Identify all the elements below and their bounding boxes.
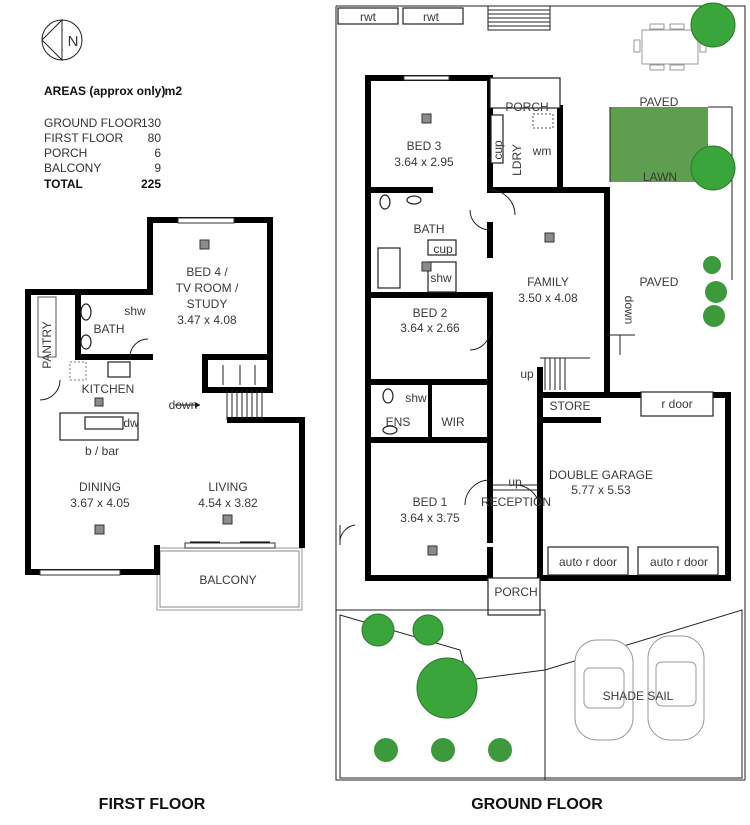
entry-up-label: up bbox=[508, 475, 522, 489]
room-dims-bed1: 3.64 x 3.75 bbox=[400, 511, 460, 525]
first-floor-title: FIRST FLOOR bbox=[99, 796, 206, 813]
cooktop-icon bbox=[107, 361, 131, 378]
room-label-laundry: LDRY bbox=[510, 144, 524, 176]
tree-icon bbox=[690, 145, 736, 191]
ground-floor-title: GROUND FLOOR bbox=[471, 796, 603, 813]
shower-label: shw bbox=[405, 391, 427, 405]
north-compass-icon: N bbox=[41, 18, 83, 62]
compass-letter: N bbox=[68, 33, 79, 50]
basin-icon bbox=[406, 195, 422, 205]
shower-label: shw bbox=[430, 271, 452, 285]
room-label-balcony: BALCONY bbox=[199, 573, 256, 587]
stairs-icon bbox=[222, 365, 263, 420]
rainwater-tank-label: rwt bbox=[423, 10, 440, 24]
outdoor-table-icon bbox=[633, 23, 707, 71]
room-label-kitchen: KITCHEN bbox=[82, 382, 135, 396]
basin-icon bbox=[80, 334, 92, 350]
sink-icon bbox=[84, 416, 124, 430]
area-label: BALCONY bbox=[44, 161, 101, 175]
area-value: 130 bbox=[141, 116, 161, 130]
area-value: 80 bbox=[148, 131, 162, 145]
washing-machine-label: wm bbox=[532, 144, 552, 158]
shade-sail-label: SHADE SAIL bbox=[603, 689, 674, 703]
area-label: FIRST FLOOR bbox=[44, 131, 123, 145]
dishwasher-label: dw bbox=[123, 416, 139, 430]
room-label-bath: BATH bbox=[413, 222, 444, 236]
room-label-garage: DOUBLE GARAGE bbox=[549, 468, 653, 482]
room-dims-bed4: 3.47 x 4.08 bbox=[177, 313, 237, 327]
shower-label: shw bbox=[124, 304, 146, 318]
first-floor-plan: BED 4 / TV ROOM / STUDY 3.47 x 4.08 shw … bbox=[25, 217, 305, 611]
shrub-icon bbox=[703, 256, 721, 274]
room-label-bed4-line3: STUDY bbox=[187, 297, 228, 311]
steps-down-label: down bbox=[622, 296, 636, 325]
areas-table: AREAS (approx only) m2 GROUND FLOOR 130 … bbox=[44, 84, 182, 191]
breakfast-bar-label: b / bar bbox=[85, 444, 119, 458]
paved-area-label: PAVED bbox=[640, 275, 679, 289]
toilet-icon bbox=[379, 194, 391, 210]
room-dims-living: 4.54 x 3.82 bbox=[198, 496, 258, 510]
room-label-pantry: PANTRY bbox=[40, 321, 54, 369]
steps-icon bbox=[487, 6, 551, 31]
shrub-icon bbox=[488, 738, 512, 762]
car-icon bbox=[574, 639, 634, 741]
basin-icon bbox=[382, 425, 398, 435]
tree-icon bbox=[690, 2, 736, 48]
room-label-wir: WIR bbox=[441, 415, 465, 429]
ground-floor-plan: rwt rwt bbox=[335, 2, 746, 781]
area-value: 6 bbox=[154, 146, 161, 160]
tree-icon bbox=[412, 614, 444, 646]
room-dims-bed2: 3.64 x 2.66 bbox=[400, 321, 460, 335]
room-label-bed4-line2: TV ROOM / bbox=[176, 281, 239, 295]
toilet-icon bbox=[382, 388, 394, 404]
room-label-ensuite: ENS bbox=[386, 415, 411, 429]
room-label-porch-front: PORCH bbox=[494, 585, 537, 599]
tree-icon bbox=[361, 613, 395, 647]
shrub-icon bbox=[703, 305, 725, 327]
cupboard-label: cup bbox=[433, 242, 453, 256]
room-label-bed1: BED 1 bbox=[413, 495, 448, 509]
room-dims-family: 3.50 x 4.08 bbox=[518, 291, 578, 305]
paved-area-label: PAVED bbox=[640, 95, 679, 109]
room-label-porch-back: PORCH bbox=[505, 100, 548, 114]
tree-icon bbox=[416, 657, 478, 719]
auto-roller-door-label: auto r door bbox=[650, 555, 708, 569]
room-label-reception: RECEPTION bbox=[481, 495, 551, 509]
room-dims-bed3: 3.64 x 2.95 bbox=[394, 155, 454, 169]
car-icon bbox=[647, 635, 705, 741]
area-label: PORCH bbox=[44, 146, 87, 160]
auto-roller-door-label: auto r door bbox=[559, 555, 617, 569]
area-value: 9 bbox=[154, 161, 161, 175]
shrub-icon bbox=[374, 738, 398, 762]
shade-sail-outline bbox=[339, 609, 743, 779]
room-label-bed2: BED 2 bbox=[413, 306, 448, 320]
room-label-dining: DINING bbox=[79, 480, 121, 494]
room-label-bed4: BED 4 / bbox=[186, 265, 228, 279]
stairs-icon bbox=[540, 357, 590, 390]
areas-heading: AREAS (approx only) bbox=[44, 84, 165, 98]
stairs-up-label: up bbox=[520, 367, 534, 381]
room-label-store: STORE bbox=[549, 399, 590, 413]
area-total-value: 225 bbox=[141, 177, 161, 191]
toilet-icon bbox=[80, 303, 92, 321]
bathtub-icon bbox=[377, 247, 401, 289]
areas-unit: m2 bbox=[165, 84, 183, 98]
area-label: GROUND FLOOR bbox=[44, 116, 142, 130]
room-label-bath: BATH bbox=[93, 322, 124, 336]
room-dims-dining: 3.67 x 4.05 bbox=[70, 496, 130, 510]
shrub-icon bbox=[705, 281, 727, 303]
roller-door-label: r door bbox=[661, 397, 692, 411]
room-dims-garage: 5.77 x 5.53 bbox=[571, 483, 631, 497]
area-total-label: TOTAL bbox=[44, 177, 83, 191]
room-label-bed3: BED 3 bbox=[407, 139, 442, 153]
room-label-living: LIVING bbox=[208, 480, 247, 494]
cupboard-label: cup bbox=[491, 140, 505, 160]
room-label-family: FAMILY bbox=[527, 275, 569, 289]
shrub-icon bbox=[431, 738, 455, 762]
lawn-label: LAWN bbox=[643, 170, 677, 184]
stairs-down-label: down bbox=[169, 398, 198, 412]
rainwater-tank-label: rwt bbox=[360, 10, 377, 24]
